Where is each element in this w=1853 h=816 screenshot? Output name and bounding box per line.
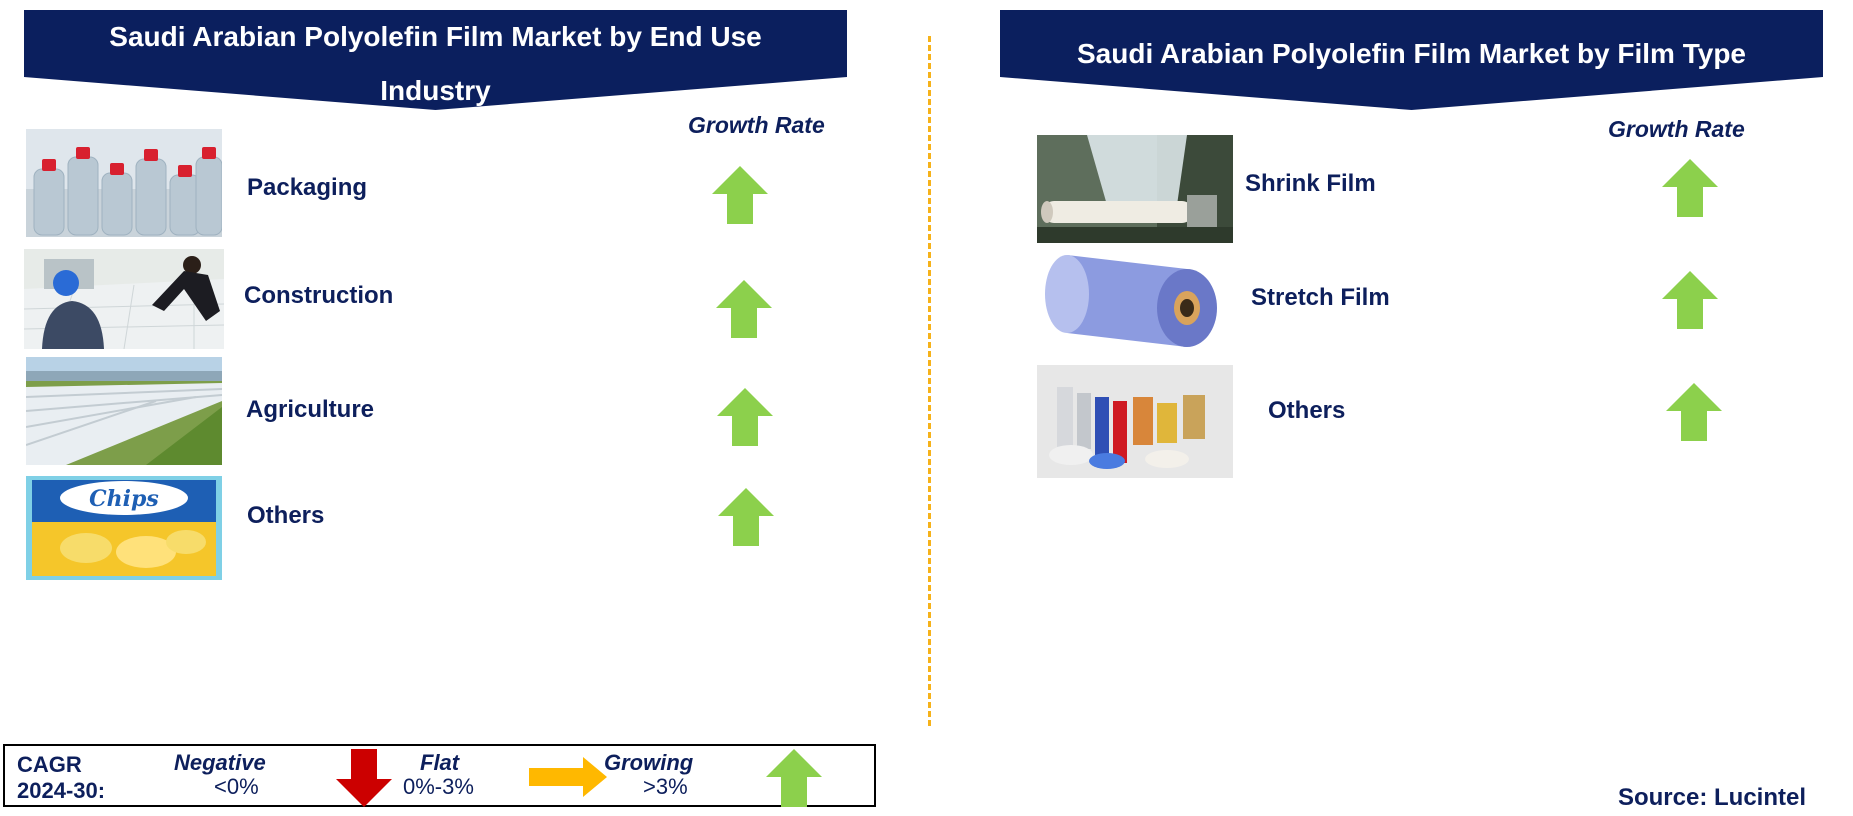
legend-flat-label: Flat	[420, 750, 460, 775]
construction-label: Construction	[244, 282, 394, 309]
packaging-label: Packaging	[247, 174, 368, 201]
others-film-type-label: Others	[1268, 397, 1346, 424]
legend-negative-label: Negative	[174, 750, 266, 775]
end-use-panel: Saudi Arabian Polyolefin Film Market by …	[0, 0, 900, 816]
source-note: Source: Lucintel	[1617, 784, 1806, 811]
construction-workers-image	[24, 249, 224, 349]
film-type-title: Saudi Arabian Polyolefin Film Market by …	[1000, 10, 1823, 110]
shrink-film-label: Shrink Film	[1245, 170, 1376, 197]
shrink-film-roller-image	[1037, 135, 1233, 243]
cagr-legend: CAGR 2024-30: Negative <0% Flat 0%-3% Gr…	[3, 744, 876, 807]
others-end-use-label: Others	[247, 502, 325, 529]
legend-growing-label: Growing	[604, 750, 694, 775]
others-end-use-growing-arrow-icon	[718, 488, 774, 546]
agriculture-growing-arrow-icon	[717, 388, 773, 446]
legend-negative-range: <0%	[214, 774, 259, 799]
construction-growing-arrow-icon	[716, 280, 772, 338]
growing-arrow-icon	[766, 749, 822, 807]
panel-divider	[928, 36, 931, 726]
flat-arrow-icon	[529, 757, 607, 797]
legend-cagr-label: CAGR	[17, 752, 82, 777]
others-film-type-growing-arrow-icon	[1666, 383, 1722, 441]
film-type-growth-header: Growth Rate	[1608, 116, 1745, 142]
legend-period-label: 2024-30:	[17, 778, 106, 803]
end-use-growth-header: Growth Rate	[688, 112, 825, 138]
stretch-film-roll-image	[1037, 251, 1233, 357]
end-use-title: Saudi Arabian Polyolefin Film Market by …	[24, 10, 847, 110]
shrink-film-growing-arrow-icon	[1662, 159, 1718, 217]
agriculture-label: Agriculture	[246, 396, 375, 423]
legend-flat-range: 0%-3%	[403, 774, 474, 799]
stretch-film-growing-arrow-icon	[1662, 271, 1718, 329]
water-bottles-image	[26, 129, 222, 237]
packaging-growing-arrow-icon	[712, 166, 768, 224]
chips-packet-image: Chips	[26, 476, 222, 580]
greenhouse-field-image	[26, 357, 222, 465]
film-rolls-assortment-image	[1037, 365, 1233, 478]
svg-text:Chips: Chips	[89, 486, 159, 512]
film-type-panel: Saudi Arabian Polyolefin Film Market by …	[1000, 0, 1853, 816]
negative-arrow-icon	[336, 749, 392, 807]
legend-growing-range: >3%	[643, 774, 688, 799]
stretch-film-label: Stretch Film	[1251, 284, 1390, 311]
